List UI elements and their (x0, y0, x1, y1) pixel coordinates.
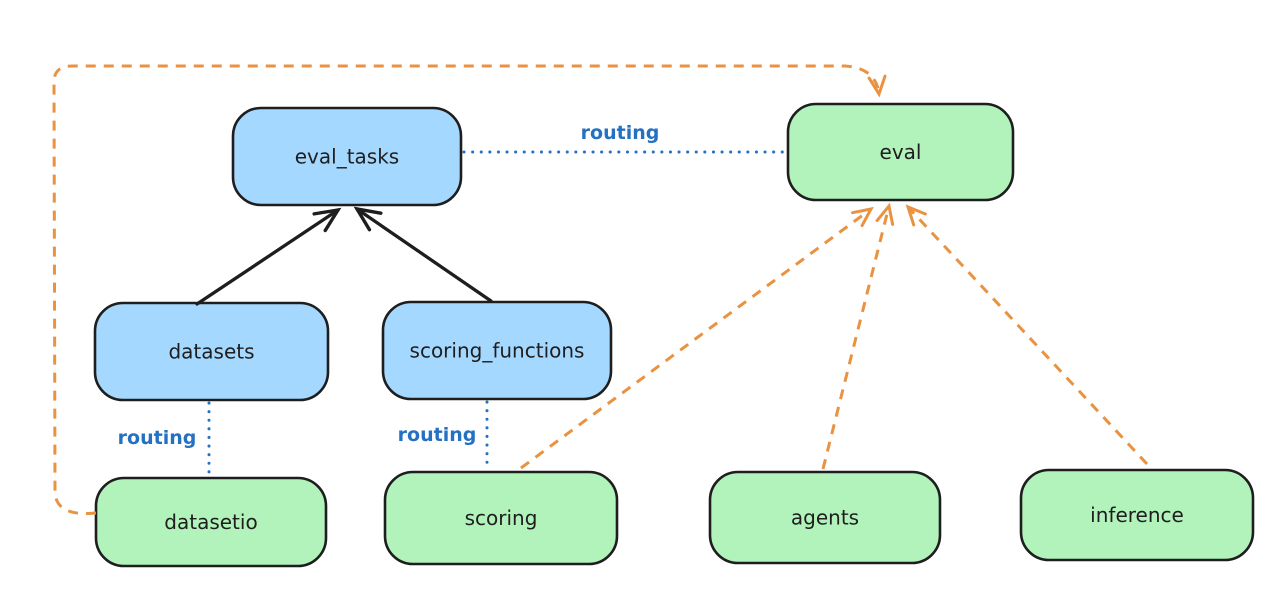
node-agents-box (708, 470, 942, 565)
node-scoring-box (383, 470, 619, 566)
node-scoring_functions-label: scoring_functions (410, 339, 585, 363)
edge-inference-to-eval (905, 204, 1149, 466)
node-eval_tasks: eval_tasks (231, 106, 463, 207)
node-eval-box (786, 102, 1015, 202)
edge-datasetio-to-eval (52, 64, 887, 516)
node-datasets-label: datasets (168, 340, 254, 364)
node-agents-label: agents (791, 506, 859, 530)
edge-eval_tasks-to-eval-routing-label: routing (581, 122, 660, 144)
node-datasetio-box (94, 476, 328, 568)
node-scoring: scoring (383, 470, 619, 566)
edge-scoring_functions-to-eval_tasks (357, 209, 493, 303)
node-datasets: datasets (93, 301, 330, 402)
node-eval-label: eval (880, 140, 922, 164)
node-datasetio: datasetio (94, 476, 328, 568)
node-eval_tasks-box (231, 106, 463, 207)
edge-scoring_functions-to-scoring-routing-label: routing (398, 424, 477, 446)
node-inference-label: inference (1090, 503, 1184, 527)
edge-datasets-to-eval_tasks (195, 210, 338, 306)
node-datasets-box (93, 301, 330, 402)
node-eval_tasks-label: eval_tasks (295, 145, 399, 169)
node-scoring_functions-box (381, 300, 613, 401)
node-scoring-label: scoring (465, 506, 538, 530)
node-datasetio-label: datasetio (164, 510, 257, 534)
edge-agents-to-eval (821, 202, 895, 470)
edge-scoring-to-eval (520, 206, 874, 470)
node-eval: eval (786, 102, 1015, 202)
node-agents: agents (708, 470, 942, 565)
node-inference-box (1019, 468, 1255, 562)
edge-datasets-to-datasetio-routing-label: routing (118, 427, 197, 449)
node-scoring_functions: scoring_functions (381, 300, 613, 401)
node-inference: inference (1019, 468, 1255, 562)
